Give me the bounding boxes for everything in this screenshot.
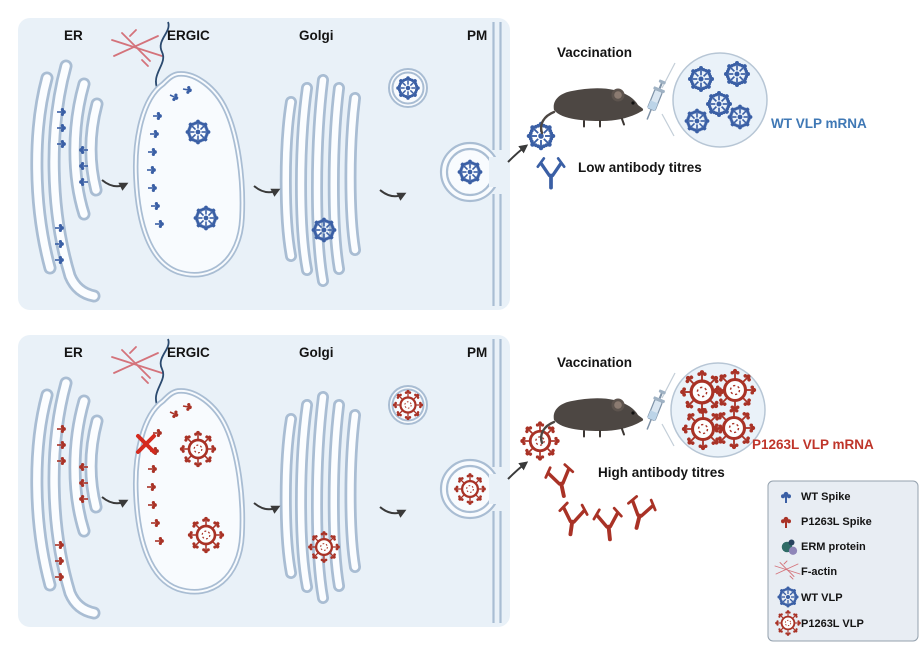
- legend-label-wt-vlp: WT VLP: [801, 592, 843, 604]
- wt-vlp-icon: [728, 105, 753, 130]
- legend-label-wt-spike: WT Spike: [801, 491, 851, 503]
- legend-label-erm-protein: ERM protein: [801, 541, 866, 553]
- vaccination-scene-wt: [535, 52, 768, 190]
- panel2-golgi-label: Golgi: [299, 345, 334, 360]
- legend-label-p1263l-vlp: P1263L VLP: [801, 618, 864, 630]
- panel2-ergic-label: ERGIC: [167, 345, 210, 360]
- vaccination-scene-p1263l: [539, 362, 766, 543]
- wt-vlp-icon: [396, 76, 420, 100]
- p1263l-vlp-icon: [308, 531, 340, 563]
- legend-label-p1263l-spike: P1263L Spike: [801, 516, 872, 528]
- panel1-pm-label: PM: [467, 28, 488, 43]
- panel1-vaccination-label: Vaccination: [557, 45, 633, 60]
- legend-label-f-actin: F-actin: [801, 566, 838, 578]
- wt-vlp-icon: [458, 160, 483, 185]
- antibody-icon: [535, 156, 567, 190]
- p1263l-vlp-icon: [520, 421, 559, 460]
- wt-vlp-mrna-label: WT VLP mRNA: [771, 116, 867, 131]
- syringe-icon: [640, 387, 670, 433]
- p1263l-cell-panel: [18, 335, 526, 627]
- antibody-icon: [591, 505, 626, 543]
- antibody-icon: [542, 461, 580, 501]
- syringe-icon: [640, 77, 670, 123]
- wt-vlp-icon: [312, 218, 337, 243]
- panel1-er-label: ER: [64, 28, 83, 43]
- wt-vlp-icon: [706, 91, 732, 117]
- p1263l-vlp-icon: [188, 517, 224, 553]
- wt-vlp-icon: [186, 120, 211, 145]
- p1263l-vlp-icon: [775, 610, 801, 636]
- mouse-icon: [539, 396, 645, 445]
- wt-vlp-icon: [777, 586, 798, 607]
- wt-cell-panel: [18, 18, 526, 310]
- antibody-icon: [621, 492, 660, 534]
- wt-vlp-icon: [724, 61, 750, 87]
- panel2-pm-label: PM: [467, 345, 488, 360]
- mouse-icon: [539, 86, 645, 135]
- blocked-cross-icon: [136, 434, 156, 454]
- wt-vlp-icon: [685, 109, 710, 134]
- p1263l-vlp-mrna-label: P1263L VLP mRNA: [752, 437, 874, 452]
- p1263l-vlp-icon: [454, 473, 486, 505]
- panel1-golgi-label: Golgi: [299, 28, 334, 43]
- p1263l-vlp-icon: [682, 408, 724, 450]
- panel2-er-label: ER: [64, 345, 83, 360]
- antibody-icon: [554, 500, 591, 539]
- p1263l-vlp-icon: [714, 369, 756, 411]
- p1263l-vlp-icon: [393, 390, 423, 420]
- high-antibody-titres-label: High antibody titres: [598, 465, 725, 480]
- p1263l-vlp-icon: [713, 407, 755, 449]
- panel2-vaccination-label: Vaccination: [557, 355, 633, 370]
- wt-vlp-icon: [688, 66, 714, 92]
- p1263l-vlp-icon: [180, 431, 216, 467]
- low-antibody-titres-label: Low antibody titres: [578, 160, 702, 175]
- panel1-ergic-label: ERGIC: [167, 28, 210, 43]
- legend-box: [767, 480, 919, 642]
- wt-vlp-icon: [194, 206, 219, 231]
- p1263l-cargo: [55, 390, 560, 581]
- magnifier-circle: [672, 52, 768, 148]
